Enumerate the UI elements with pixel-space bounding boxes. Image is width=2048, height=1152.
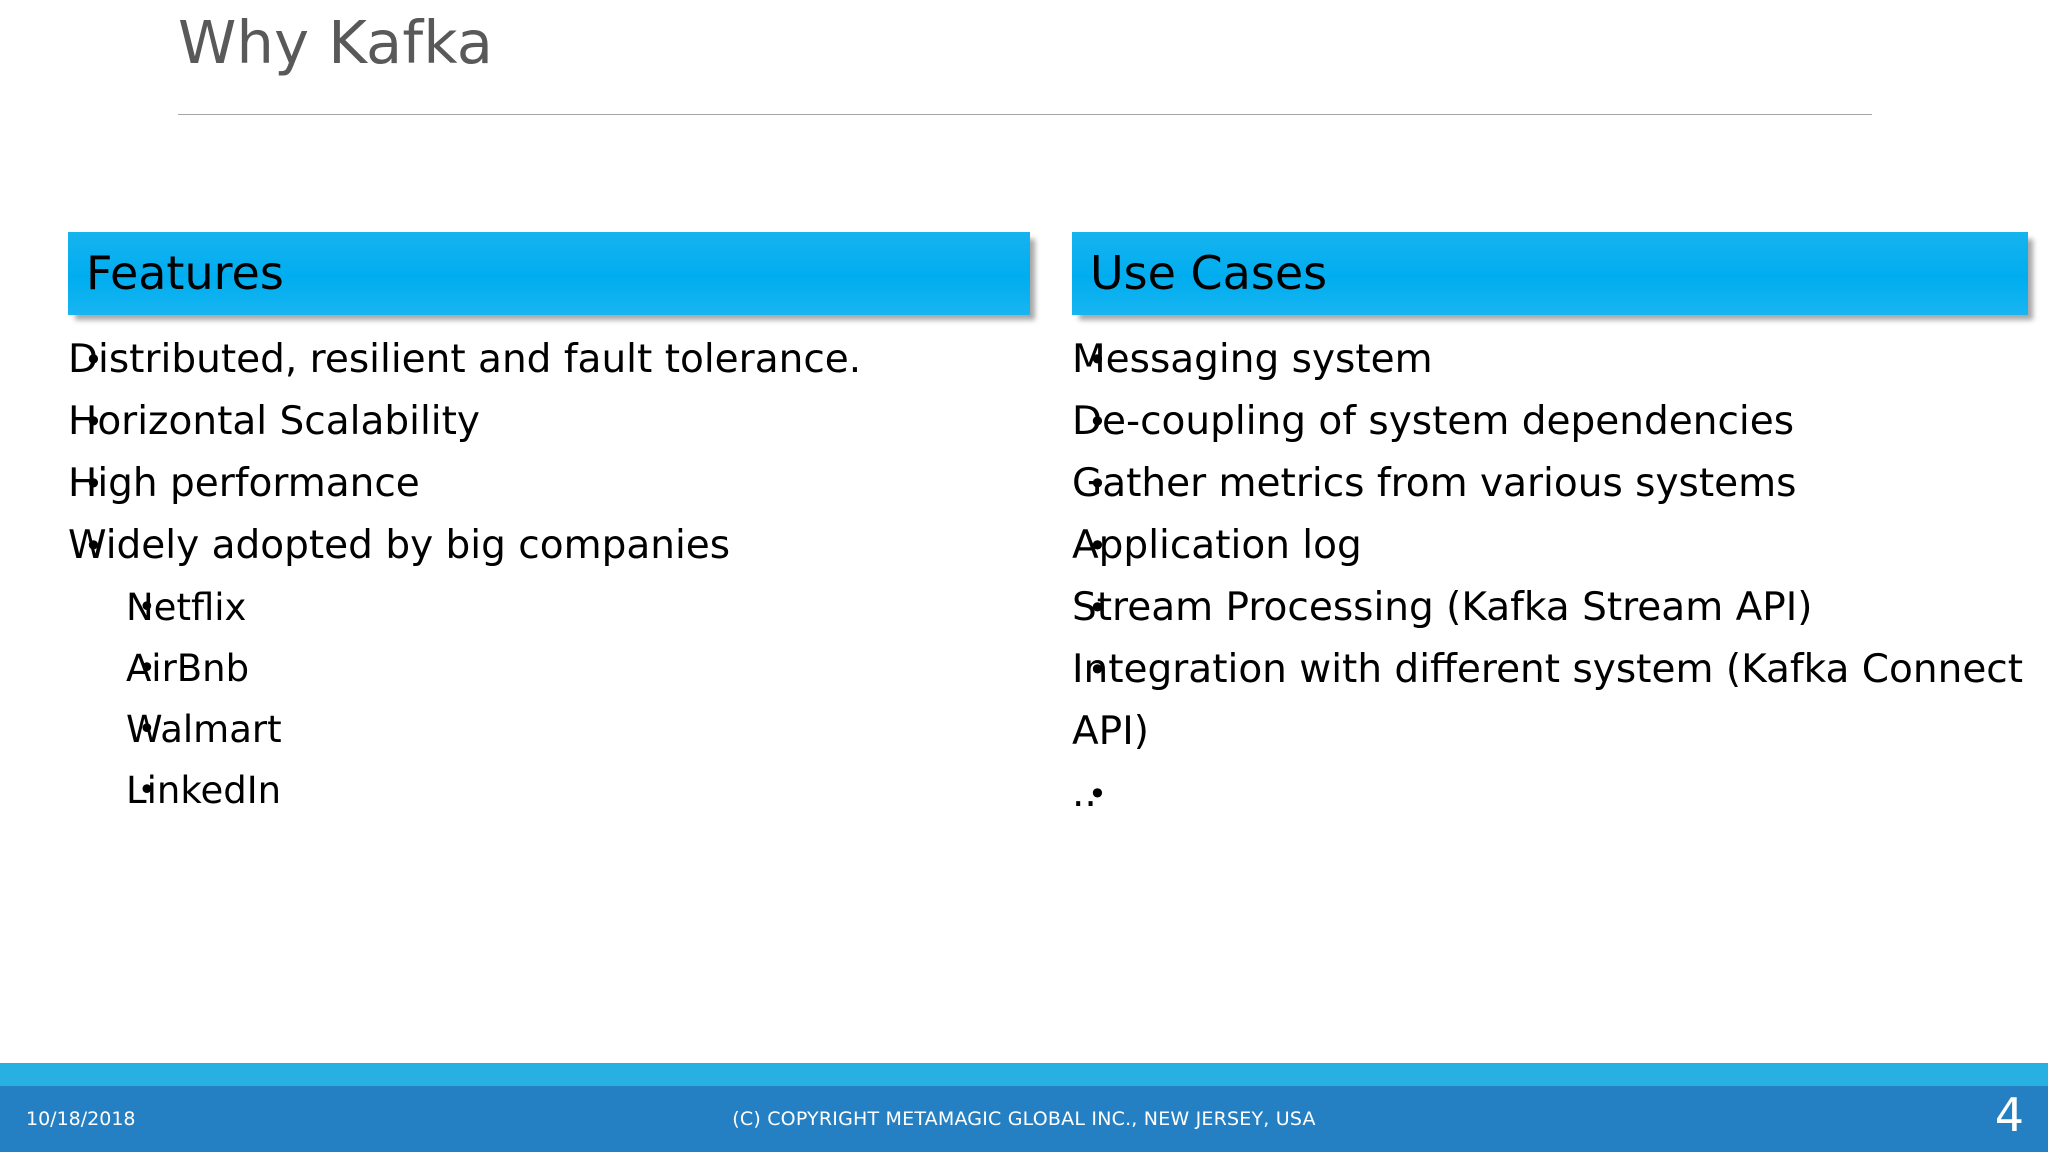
sub-bullet-text: Netflix — [126, 586, 247, 629]
bullet-text: .. — [1072, 771, 1097, 816]
list-item: De-coupling of system dependencies — [1072, 391, 2028, 453]
list-item: Walmart — [126, 699, 1030, 760]
bullet-text: Gather metrics from various systems — [1072, 461, 1797, 506]
list-item: Widely adopted by big companies — [68, 515, 1030, 577]
use-cases-header-bar: Use Cases — [1072, 232, 2028, 315]
list-item: Messaging system — [1072, 329, 2028, 391]
list-item: AirBnb — [126, 638, 1030, 699]
bullet-text: Widely adopted by big companies — [68, 523, 731, 568]
bullet-text: Distributed, resilient and fault toleran… — [68, 337, 862, 382]
page-title: Why Kafka — [178, 8, 494, 77]
features-bullet-list: Distributed, resilient and fault toleran… — [68, 329, 1030, 577]
list-item: Horizontal Scalability — [68, 391, 1030, 453]
bullet-text: Horizontal Scalability — [68, 399, 480, 444]
sub-bullet-text: Walmart — [126, 708, 282, 751]
footer-date: 10/18/2018 — [26, 1108, 136, 1130]
features-header-bar: Features — [68, 232, 1030, 315]
sub-bullet-text: AirBnb — [126, 647, 250, 690]
content-column-use-cases: Use Cases Messaging system De-coupling o… — [1072, 232, 2028, 825]
footer-copyright: (C) COPYRIGHT METAMAGIC GLOBAL INC., NEW… — [732, 1108, 1316, 1130]
features-sub-bullet-list: Netflix AirBnb Walmart LinkedIn — [68, 577, 1030, 821]
slide-number: 4 — [1994, 1088, 2024, 1142]
list-item: .. — [1072, 763, 2028, 825]
bullet-text: Application log — [1072, 523, 1362, 568]
footer-accent-strip — [0, 1063, 2048, 1086]
features-body: Distributed, resilient and fault toleran… — [68, 329, 1030, 821]
list-item: Gather metrics from various systems — [1072, 453, 2028, 515]
bullet-text: Integration with different system (Kafka… — [1072, 647, 2024, 754]
bullet-text: High performance — [68, 461, 420, 506]
bullet-text: De-coupling of system dependencies — [1072, 399, 1795, 444]
sub-bullet-text: LinkedIn — [126, 769, 282, 812]
bullet-text: Stream Processing (Kafka Stream API) — [1072, 585, 1813, 630]
list-item: Netflix — [126, 577, 1030, 638]
list-item: Stream Processing (Kafka Stream API) — [1072, 577, 2028, 639]
use-cases-bullet-list: Messaging system De-coupling of system d… — [1072, 329, 2028, 825]
title-divider — [178, 114, 1872, 115]
use-cases-body: Messaging system De-coupling of system d… — [1072, 329, 2028, 825]
list-item: Integration with different system (Kafka… — [1072, 639, 2028, 763]
features-header-label: Features — [86, 245, 284, 300]
footer-bar — [0, 1086, 2048, 1152]
list-item: LinkedIn — [126, 760, 1030, 821]
list-item: High performance — [68, 453, 1030, 515]
content-column-features: Features Distributed, resilient and faul… — [68, 232, 1030, 821]
list-item: Application log — [1072, 515, 2028, 577]
bullet-text: Messaging system — [1072, 337, 1433, 382]
use-cases-header-label: Use Cases — [1090, 245, 1328, 300]
list-item: Distributed, resilient and fault toleran… — [68, 329, 1030, 391]
